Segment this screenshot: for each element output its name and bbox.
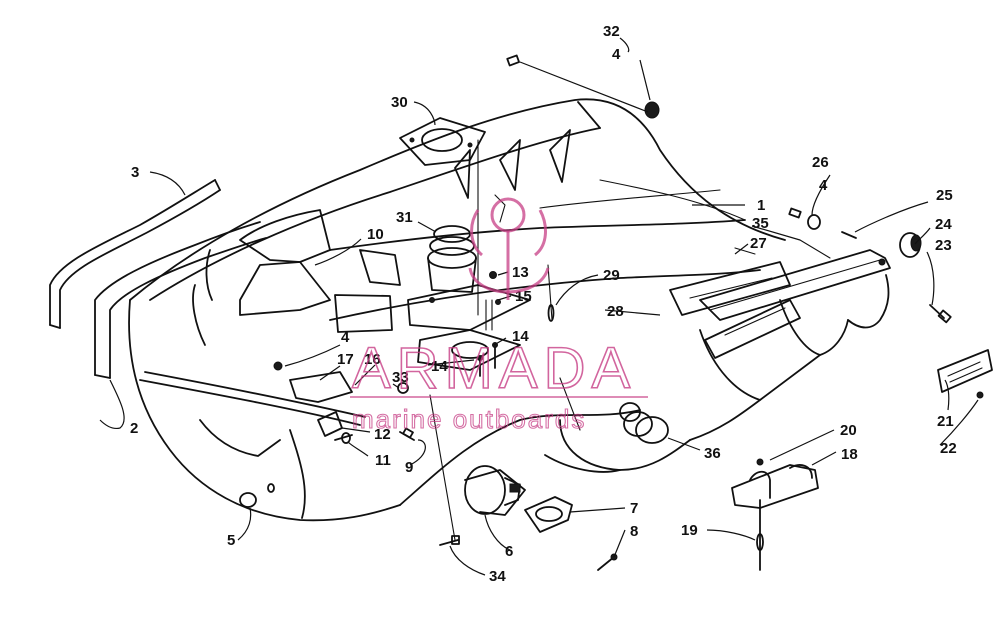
callout-11: 11 [375, 452, 391, 469]
pin-part-19 [756, 499, 764, 571]
trim-strip-part-2 [94, 221, 267, 379]
vent-part-21 [937, 349, 993, 399]
callout-4: 4 [341, 329, 350, 346]
lens-ring-part-7 [524, 496, 573, 533]
callout-28: 28 [607, 303, 624, 320]
callout-19: 19 [681, 522, 698, 539]
leader-lines [99, 37, 979, 576]
fastener-part-32-4 [506, 54, 660, 119]
callout-1: 1 [757, 197, 765, 214]
watermark-subtitle: marine outboards [352, 404, 586, 434]
callout-25: 25 [936, 187, 953, 204]
callout-17: 17 [337, 351, 354, 368]
callout-14: 14 [431, 358, 448, 375]
grommet-part-5 [239, 483, 275, 508]
callout-10: 10 [367, 226, 384, 243]
bracket-part-17 [273, 361, 353, 403]
lamp-housing-part-6 [464, 465, 526, 516]
trim-strip-part-3 [49, 179, 221, 329]
callout-14: 14 [512, 328, 529, 345]
callout-12: 12 [374, 426, 391, 443]
callout-6: 6 [505, 543, 513, 560]
callout-21: 21 [937, 413, 954, 430]
callout-20: 20 [840, 422, 857, 439]
screw-part-34 [439, 535, 460, 546]
callout-4: 4 [819, 177, 828, 194]
callout-23: 23 [935, 237, 952, 254]
callout-32: 32 [603, 23, 620, 40]
callout-labels: 32 4 30 3 1 26 4 25 31 10 35 27 24 23 13… [130, 23, 957, 585]
callout-30: 30 [391, 94, 408, 111]
callout-26: 26 [812, 154, 829, 171]
callout-24: 24 [935, 216, 952, 233]
callout-33: 33 [392, 369, 409, 386]
callout-31: 31 [396, 209, 413, 226]
side-rail [699, 249, 891, 359]
callout-5: 5 [227, 532, 235, 549]
grille-part-28 [669, 261, 791, 316]
callout-36: 36 [704, 445, 721, 462]
callout-34: 34 [489, 568, 506, 585]
knob-part-24 [899, 232, 922, 258]
callout-13: 13 [512, 264, 529, 281]
watermark-title: ARMADA [352, 336, 636, 401]
fasteners-26-35-4 [734, 207, 857, 259]
callout-16: 16 [364, 351, 381, 368]
callout-9: 9 [405, 459, 413, 476]
fastener-part-23 [929, 304, 952, 324]
callout-7: 7 [630, 500, 638, 517]
callout-35: 35 [752, 215, 769, 232]
callout-27: 27 [750, 235, 767, 252]
grommet-part-36 [619, 402, 669, 444]
callout-4: 4 [612, 46, 621, 63]
armada-watermark: ARMADA marine outboards [350, 197, 648, 435]
hood-shell [128, 98, 890, 522]
callout-3: 3 [131, 164, 139, 181]
callout-29: 29 [603, 267, 620, 284]
mount-plate-part-30 [399, 117, 486, 166]
callout-8: 8 [630, 523, 638, 540]
callout-18: 18 [841, 446, 858, 463]
callout-22: 22 [940, 440, 957, 457]
armada-logo-mark [468, 197, 550, 300]
bracket-part-18 [731, 458, 819, 509]
callout-2: 2 [130, 420, 138, 437]
